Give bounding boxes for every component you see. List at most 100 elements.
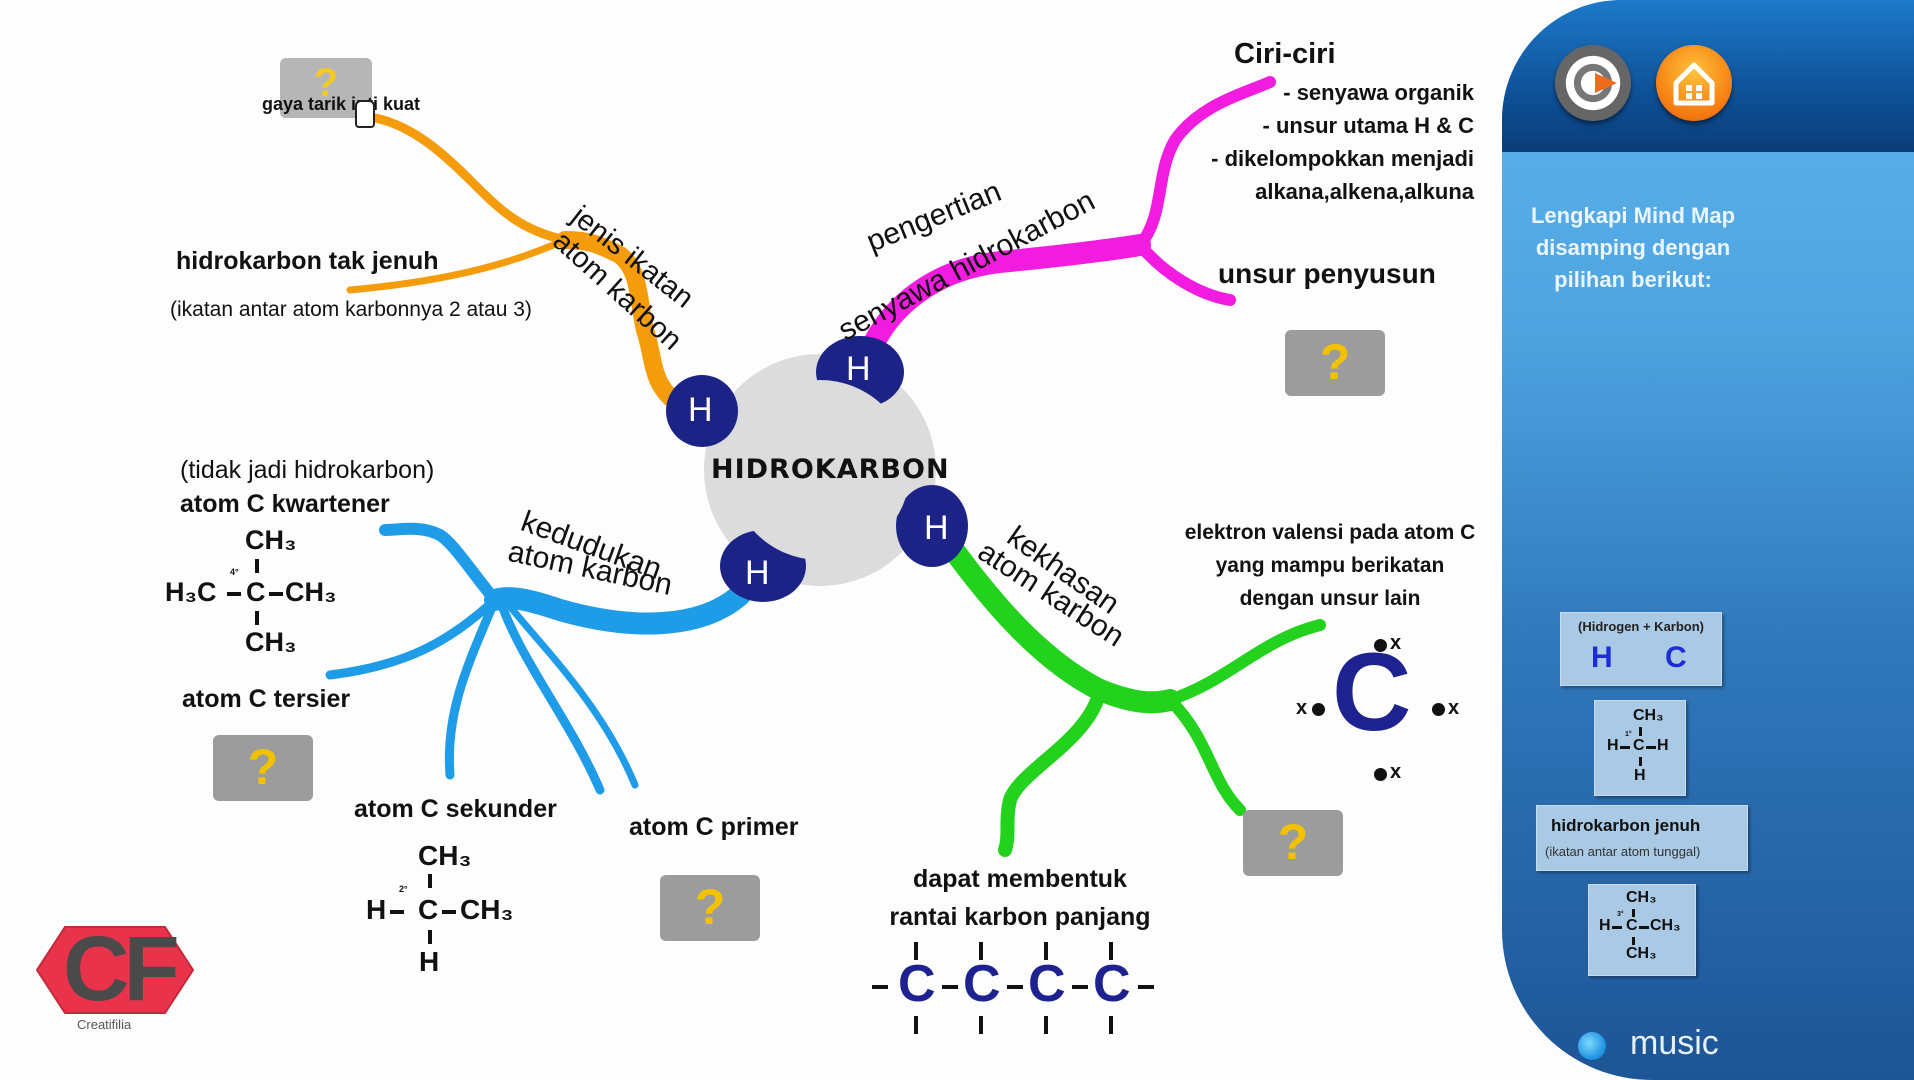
carbon-symbol: C bbox=[1332, 631, 1412, 754]
option-formula: CH₃ 1° H C H H bbox=[1603, 707, 1683, 793]
formula-bond-v bbox=[428, 874, 432, 888]
dragged-answer-label[interactable]: gaya tarik inti kuat bbox=[262, 94, 421, 114]
chain-atom: C bbox=[1093, 955, 1131, 1013]
answer-slot-kekhasan[interactable]: ? bbox=[1243, 810, 1343, 876]
chain-atom: C bbox=[898, 955, 936, 1013]
branch-green-up bbox=[1164, 619, 1326, 706]
branch-orange-up bbox=[370, 113, 570, 245]
question-mark-icon: ? bbox=[694, 879, 726, 935]
central-topic-label: HIDROKARBON bbox=[711, 454, 950, 485]
formula-center: C bbox=[246, 577, 266, 607]
branch-blue-down2 bbox=[495, 595, 605, 795]
branch-blue-trunk bbox=[484, 584, 751, 635]
formula-right: CH₃ bbox=[460, 894, 514, 925]
valensi-line: dengan unsur lain bbox=[1239, 587, 1421, 610]
ciri-item: - senyawa organik bbox=[1283, 80, 1474, 105]
rantai-line: dapat membentuk bbox=[913, 865, 1127, 893]
instruction-line: pilihan berikut: bbox=[1554, 267, 1712, 292]
formula-top: CH₃ bbox=[418, 840, 472, 871]
unsur-penyusun-label: unsur penyusun bbox=[1218, 258, 1436, 289]
formula-bond-v bbox=[255, 559, 259, 573]
ciri-item: alkana,alkena,alkuna bbox=[1255, 179, 1474, 204]
home-icon bbox=[1673, 62, 1715, 106]
formula-right: CH₃ bbox=[285, 577, 337, 607]
chain-bond bbox=[979, 942, 983, 960]
answer-slot-unsur-penyusun[interactable]: ? bbox=[1285, 330, 1385, 396]
question-mark-icon: ? bbox=[1319, 334, 1351, 390]
valensi-text: elektron valensi pada atom C yang mampu … bbox=[1160, 516, 1500, 615]
chain-bond bbox=[914, 1016, 918, 1034]
formula-bond-h bbox=[1612, 926, 1622, 929]
branch-green-down bbox=[1164, 694, 1246, 816]
kwartener-label: atom C kwartener bbox=[180, 490, 390, 518]
logo-letters: CF bbox=[63, 918, 180, 1020]
option-caption: (Hidrogen + Karbon) bbox=[1577, 619, 1705, 634]
formula-center: C bbox=[1633, 737, 1645, 754]
chain-unit: C bbox=[957, 940, 1007, 1035]
hidrokarbon-tak-jenuh-label: hidrokarbon tak jenuh bbox=[176, 247, 439, 275]
option-card-primer-formula[interactable]: CH₃ 1° H C H H bbox=[1594, 700, 1686, 796]
options-panel: Lengkapi Mind Map disamping dengan pilih… bbox=[1502, 0, 1914, 1080]
question-mark-icon: ? bbox=[247, 739, 279, 795]
branch-blue-left bbox=[325, 595, 500, 680]
restart-button[interactable] bbox=[1555, 45, 1631, 121]
chain-bond bbox=[1007, 985, 1023, 989]
hydrogen-label: H bbox=[924, 509, 949, 547]
option-card-tersier-formula[interactable]: CH₃ 3° H C CH₃ CH₃ bbox=[1588, 884, 1696, 976]
formula-bottom: H bbox=[1634, 767, 1646, 784]
hydrogen-atom-2: H bbox=[816, 336, 904, 408]
rantai-text: dapat membentuk rantai karbon panjang bbox=[860, 860, 1180, 936]
electron-mark-bottom: x bbox=[1390, 761, 1402, 783]
hydrogen-label: H bbox=[846, 350, 871, 388]
hydrogen-atom-1: H bbox=[666, 375, 738, 447]
formula-degree: 2° bbox=[399, 884, 408, 894]
formula-bond-v bbox=[1639, 727, 1642, 736]
chain-unit: C bbox=[1087, 940, 1137, 1035]
option-card-hidrokarbon-jenuh[interactable]: hidrokarbon jenuh (ikatan antar atom tun… bbox=[1536, 805, 1748, 871]
valensi-line: elektron valensi pada atom C bbox=[1184, 521, 1476, 544]
formula-right: H bbox=[1657, 737, 1669, 754]
formula-bond-h bbox=[1639, 926, 1649, 929]
formula-bond-v bbox=[428, 930, 432, 944]
formula-center: C bbox=[1626, 917, 1638, 934]
hydrogen-atom-3: H bbox=[896, 485, 968, 567]
music-toggle[interactable]: music bbox=[1578, 1024, 1738, 1064]
hydrogen-label: H bbox=[688, 391, 713, 429]
question-mark-icon: ? bbox=[1277, 814, 1309, 870]
logo-hexagon-icon bbox=[35, 926, 195, 1014]
formula-top: CH₃ bbox=[245, 525, 297, 555]
electron-dot-top bbox=[1374, 639, 1387, 652]
branch-green-trunk bbox=[939, 534, 1181, 714]
creatifilia-logo: CF Creatifilia bbox=[35, 919, 195, 1035]
branch-magenta-trunk bbox=[862, 234, 1151, 356]
answer-slot-primer[interactable]: ? bbox=[660, 875, 760, 941]
chain-bond bbox=[1138, 985, 1154, 989]
branch-magenta-down bbox=[1134, 239, 1236, 306]
formula-left: H bbox=[366, 894, 387, 925]
rantai-line: rantai karbon panjang bbox=[889, 903, 1151, 931]
answer-slot-tersier[interactable]: ? bbox=[213, 735, 313, 801]
chain-bond bbox=[1072, 985, 1088, 989]
option-card-hidrogen-karbon[interactable]: (Hidrogen + Karbon) H C bbox=[1560, 612, 1722, 686]
branch-orange-down bbox=[346, 236, 569, 294]
electron-dot-left bbox=[1312, 703, 1325, 716]
electron-mark-left: x bbox=[1296, 697, 1308, 719]
question-mark-icon: ? bbox=[313, 61, 339, 105]
formula-bond-h bbox=[269, 592, 283, 596]
home-button[interactable] bbox=[1656, 45, 1732, 121]
chain-atom: C bbox=[1028, 955, 1066, 1013]
formula-bond-h bbox=[1620, 746, 1630, 749]
formula-left: H₃C bbox=[165, 577, 217, 607]
option-note: (ikatan antar atom tunggal) bbox=[1545, 844, 1701, 859]
central-node-overlay bbox=[730, 380, 910, 560]
formula-top: CH₃ bbox=[1626, 889, 1657, 906]
chain-bond bbox=[872, 985, 888, 989]
ciri-item: - unsur utama H & C bbox=[1262, 113, 1474, 138]
chain-bond bbox=[979, 1016, 983, 1034]
kwartener-formula: CH₃ 4° H₃C C CH₃ CH₃ bbox=[165, 525, 365, 660]
formula-degree: 1° bbox=[1625, 731, 1632, 738]
electron-dot-bottom bbox=[1374, 768, 1387, 781]
chain-bond bbox=[942, 985, 958, 989]
electron-mark-right: x bbox=[1448, 697, 1460, 719]
chain-bond bbox=[1109, 942, 1113, 960]
